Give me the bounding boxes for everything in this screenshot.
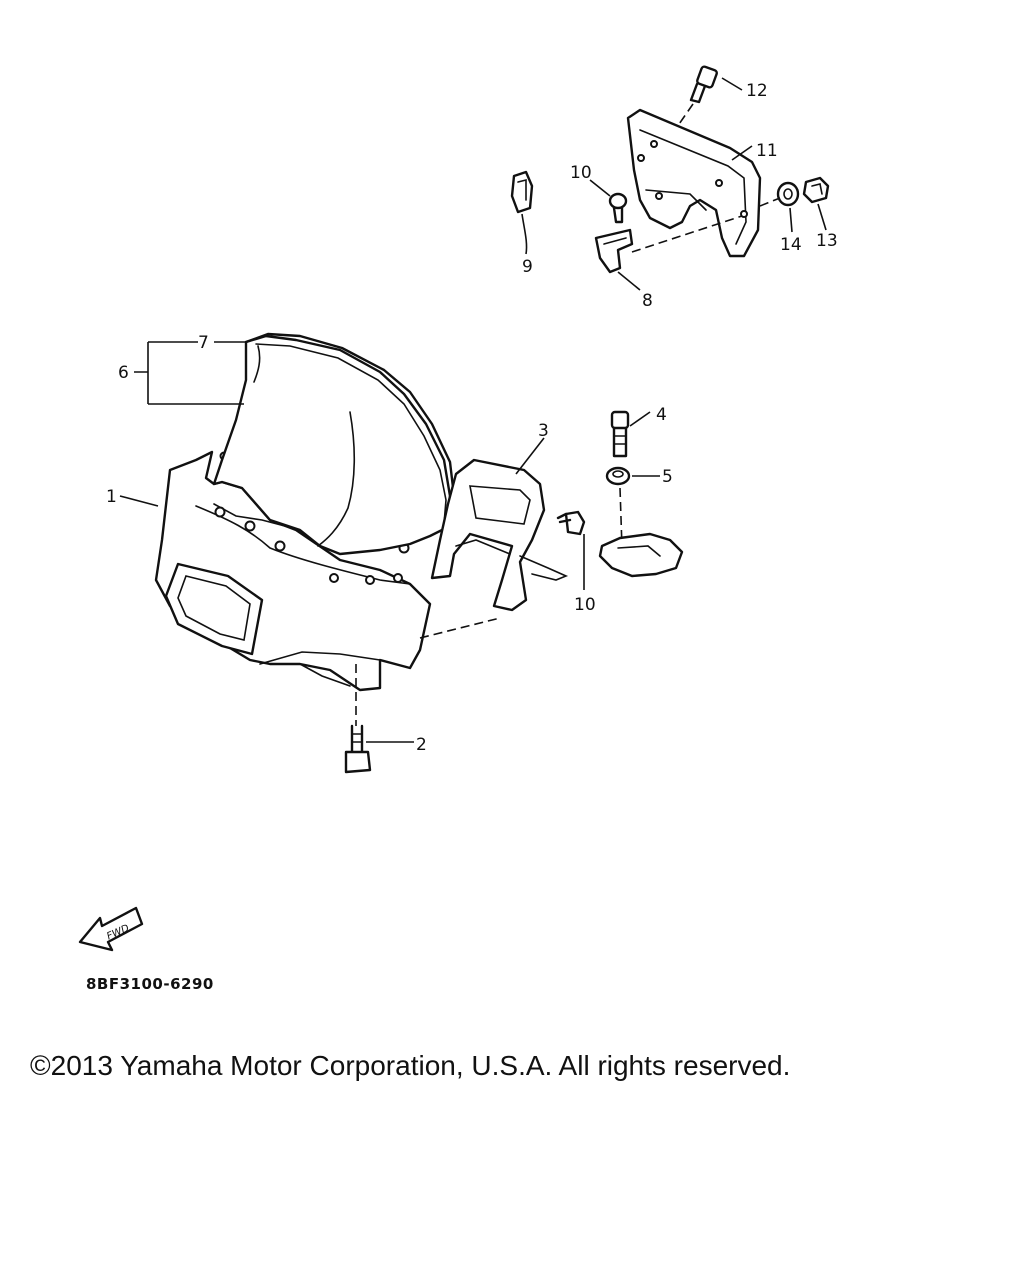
leader-1	[119, 495, 159, 507]
callout-10-lower: 10	[574, 595, 596, 615]
leader-11	[731, 145, 753, 161]
callout-1: 1	[106, 487, 117, 507]
dashline-14	[759, 197, 781, 207]
leader-10-upper	[589, 179, 611, 197]
bolt-4	[610, 410, 630, 458]
callout-14: 14	[780, 235, 802, 255]
leader-14	[789, 207, 793, 233]
screw-10-upper	[608, 192, 628, 224]
nut-5	[605, 466, 631, 486]
catalog-code: 8BF3100-6290	[86, 975, 214, 993]
cowling-body-1	[154, 450, 432, 692]
callout-11: 11	[756, 141, 778, 161]
callout-4: 4	[656, 405, 667, 425]
fwd-arrow-icon: FWD	[78, 906, 144, 952]
callout-9: 9	[522, 257, 533, 277]
callout-7: 7	[198, 333, 209, 353]
leader-12	[721, 77, 743, 91]
callout-3: 3	[538, 421, 549, 441]
callout-2: 2	[416, 735, 427, 755]
callout-13: 13	[816, 231, 838, 251]
bolt-12	[689, 65, 718, 104]
leader-13	[817, 203, 827, 231]
callout-5: 5	[662, 467, 673, 487]
windshield-6	[212, 332, 456, 556]
dashline-cowling-bracket	[419, 617, 501, 639]
bracket-3	[430, 458, 569, 612]
callout-12: 12	[746, 81, 768, 101]
leader-6	[134, 341, 244, 405]
plate	[598, 532, 684, 578]
stay-bracket-11	[626, 108, 762, 258]
clip-9	[510, 170, 534, 255]
copyright-notice: ©2013 Yamaha Motor Corporation, U.S.A. A…	[30, 1050, 791, 1081]
nut-13	[802, 176, 830, 204]
leader-4	[629, 411, 651, 427]
callout-6: 6	[118, 363, 129, 383]
dashline-8	[631, 215, 743, 253]
screw-10-lower	[556, 510, 586, 536]
callout-8: 8	[642, 291, 653, 311]
leader-3	[515, 437, 545, 475]
grommet-14	[776, 181, 800, 207]
bracket-8	[594, 228, 641, 291]
callout-10-upper: 10	[570, 163, 592, 183]
bolt-2	[344, 724, 372, 774]
